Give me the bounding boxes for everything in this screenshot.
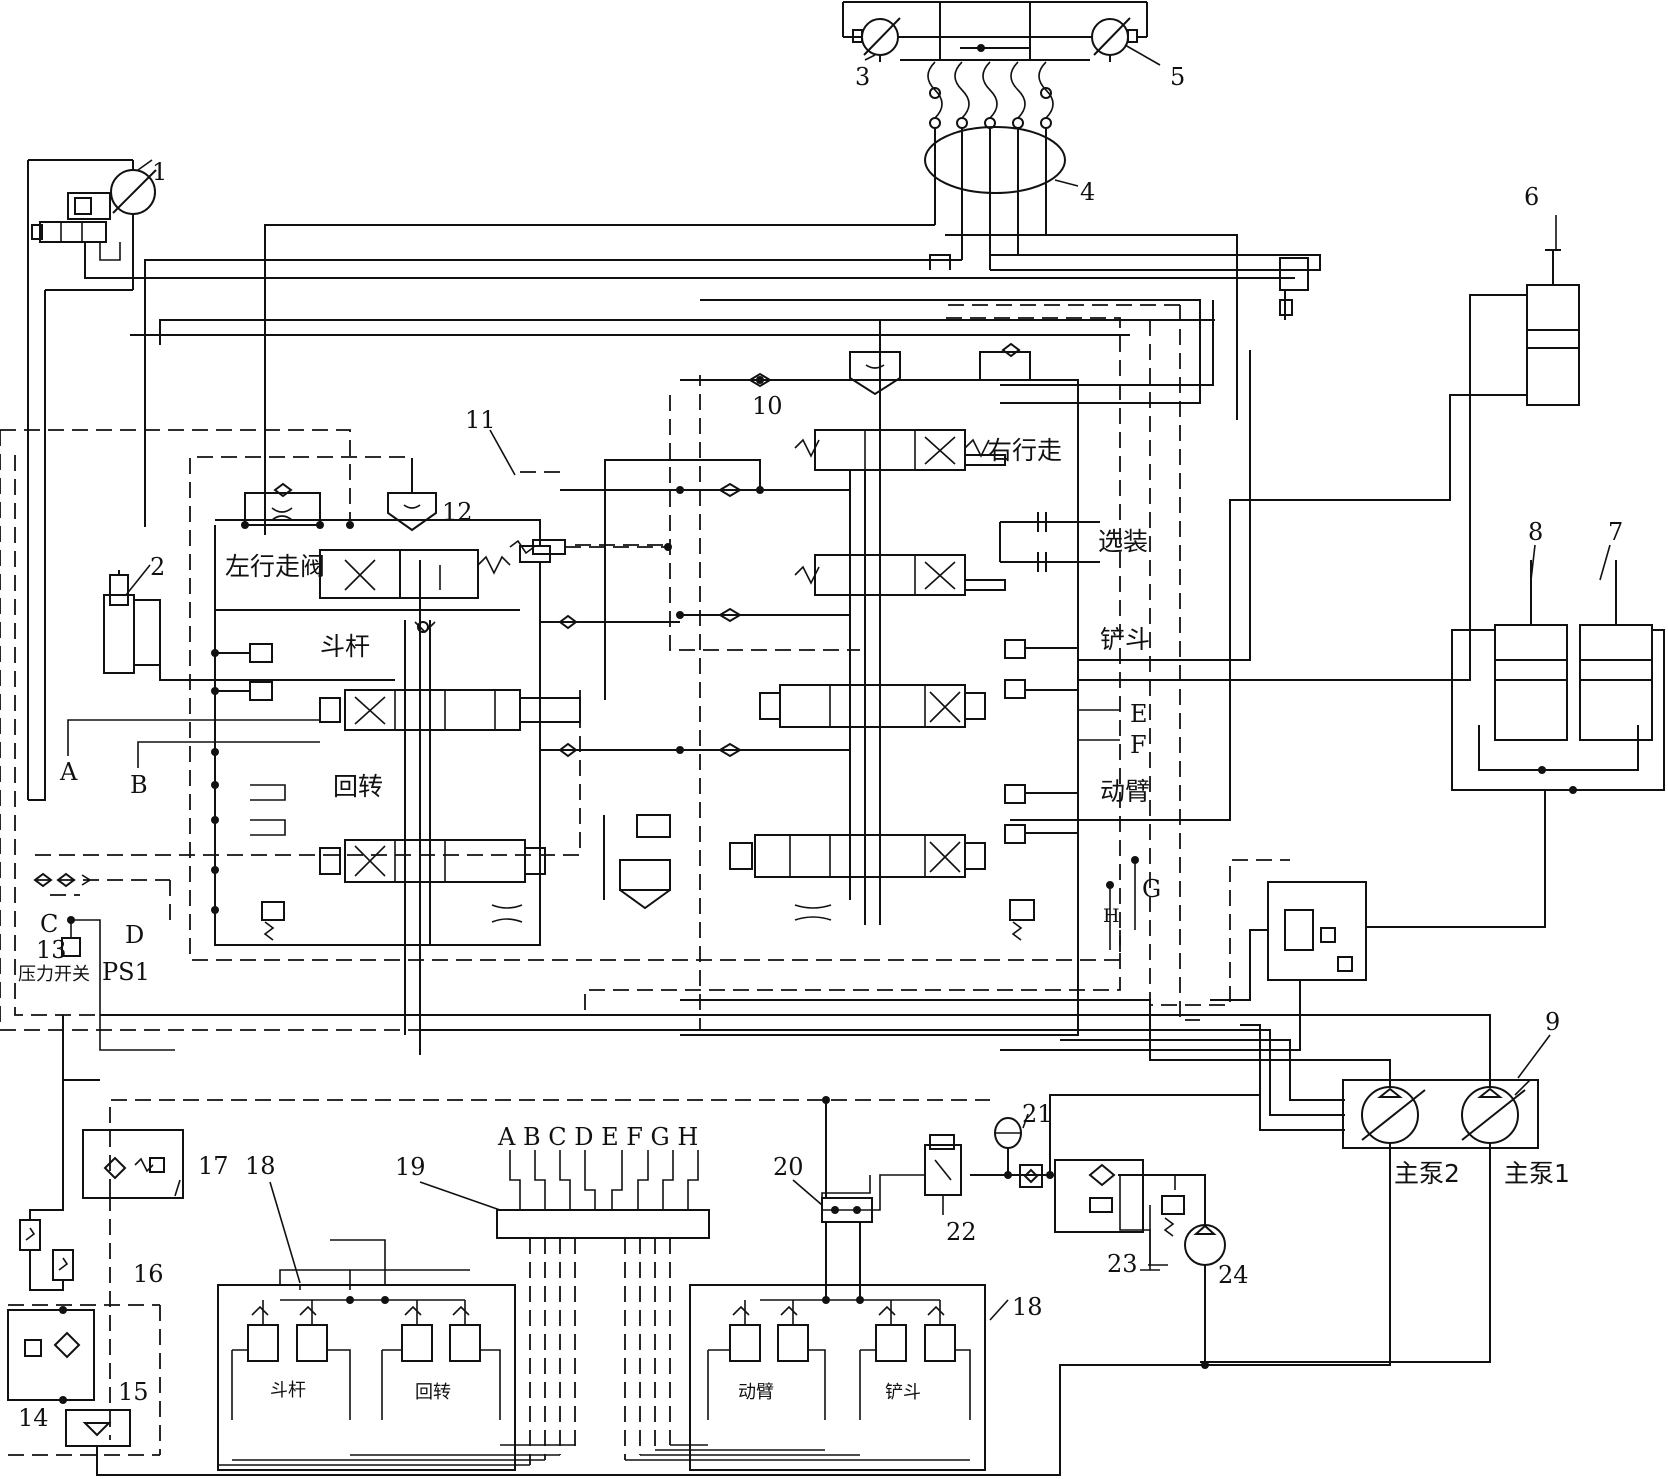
pilot-label-stick: 斗杆 (270, 1380, 306, 1401)
label-12: 12 (442, 498, 473, 526)
stick-spool-valve (319, 689, 581, 731)
optional-ports (999, 512, 1100, 572)
label-15: 15 (118, 1378, 149, 1406)
label-main-pump-2: 主泵2 (1394, 1159, 1460, 1188)
oil-tank-15 (65, 1409, 131, 1447)
port-letter-B: B (130, 771, 148, 799)
pilot-control-valve-left-18 (217, 1269, 516, 1471)
left-travel-valve (319, 545, 551, 599)
port-block-19 (496, 1150, 710, 1465)
throttle-check-12 (241, 482, 324, 529)
main-pump-assembly-9 (1342, 1079, 1539, 1149)
pilot-control-valve-right-18 (689, 1284, 986, 1471)
left-main-relief (261, 901, 285, 941)
pilot-filter-23 (1054, 1159, 1160, 1271)
drain-block (1279, 257, 1309, 320)
port-letter-C: C (40, 910, 58, 938)
suction-filter-14 (7, 1306, 95, 1404)
label-main-pump-1: 主泵1 (1504, 1159, 1570, 1188)
swing-spool-valve (319, 839, 546, 883)
label-6: 6 (1524, 183, 1539, 211)
boom-relief-valves (1004, 784, 1078, 844)
label-swing: 回转 (333, 772, 383, 801)
pilot-label-boom: 动臂 (738, 1382, 774, 1403)
label-24: 24 (1218, 1261, 1249, 1289)
label-16: 16 (133, 1260, 164, 1288)
pressure-switch-tag: PS1 (102, 958, 150, 986)
port-letter-D: D (125, 921, 144, 949)
accumulator-21 (994, 1117, 1022, 1175)
boom-cylinder-8 (1494, 560, 1568, 741)
label-19: 19 (395, 1153, 426, 1181)
label-2: 2 (150, 553, 165, 581)
right-valve-block (680, 320, 1100, 1036)
swing-motor-1 (31, 160, 157, 290)
throttle-check-10 (748, 372, 772, 388)
check-valves-right (558, 482, 742, 758)
solenoid-valve-22 (924, 1134, 962, 1215)
port-letter-H: H (1103, 905, 1120, 927)
stick-relief-valves (215, 643, 273, 701)
label-boom: 动臂 (1100, 777, 1150, 806)
label-1: 1 (152, 158, 167, 186)
label-21: 21 (1022, 1100, 1053, 1128)
bucket-spool-valve (759, 684, 986, 728)
port-letter-E: E (1130, 700, 1148, 728)
label-right-travel: 右行走 (987, 436, 1062, 465)
label-7: 7 (1608, 518, 1623, 546)
shuttle-valve-11 (509, 539, 672, 555)
pilot-check-lower (603, 814, 671, 910)
label-bucket: 铲斗 (1100, 625, 1150, 654)
boom-spool-valve (729, 834, 986, 878)
label-22: 22 (946, 1218, 977, 1246)
optional-valve (794, 554, 1006, 596)
label-stick: 斗杆 (320, 632, 370, 661)
label-13: 13 (36, 936, 67, 964)
return-filter-17 (82, 1129, 184, 1199)
bucket-cylinder-6 (1526, 249, 1580, 406)
shuttle-check-13a (33, 872, 92, 888)
label-11: 11 (465, 406, 496, 434)
port-header: A B C D E F G H (497, 1123, 698, 1151)
label-8: 8 (1528, 518, 1543, 546)
label-18-left: 18 (245, 1152, 276, 1180)
pilot-check-right (849, 351, 901, 396)
label-optional: 选装 (1098, 527, 1148, 556)
label-4: 4 (1080, 178, 1095, 206)
check-valve-stick (414, 621, 436, 634)
port-letter-A: A (59, 758, 78, 786)
stick-cylinder-2 (103, 570, 395, 681)
port-letter-G: G (1142, 875, 1161, 903)
check-valves-15 (19, 1219, 74, 1281)
boom-cylinder-7 (1579, 560, 1653, 741)
pressure-switch-label: 压力开关 (18, 964, 90, 985)
label-18-right: 18 (1012, 1293, 1043, 1321)
label-17: 17 (198, 1152, 229, 1180)
pilot-check-12-body (387, 458, 437, 532)
label-20: 20 (773, 1153, 804, 1181)
pilot-pump-24 (1118, 1174, 1226, 1365)
right-travel-valve (794, 429, 1006, 471)
label-23: 23 (1107, 1250, 1138, 1278)
flow-control-block (1267, 881, 1367, 981)
label-9: 9 (1545, 1008, 1560, 1036)
right-main-relief (1009, 899, 1035, 941)
left-valve-block (211, 458, 581, 1055)
port-letter-F: F (1130, 731, 1147, 759)
pilot-label-swing: 回转 (415, 1382, 451, 1403)
label-left-travel-valve: 左行走阀 (225, 552, 325, 581)
bucket-relief-valves (1004, 639, 1078, 699)
label-10: 10 (752, 392, 783, 420)
label-14: 14 (18, 1404, 49, 1432)
label-5: 5 (1170, 63, 1185, 91)
shuttle-block-20 (821, 1197, 873, 1223)
rotary-joint-4 (924, 61, 1079, 270)
pilot-label-bucket: 铲斗 (885, 1382, 921, 1403)
throttle-check-right (979, 342, 1031, 381)
label-3: 3 (855, 63, 870, 91)
